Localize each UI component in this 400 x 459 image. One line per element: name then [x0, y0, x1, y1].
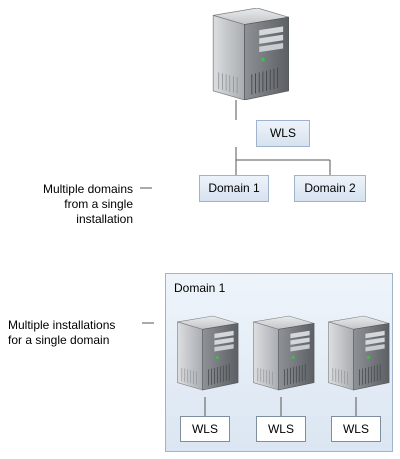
wls-box: WLS: [256, 120, 310, 147]
wls-box-1: WLS: [180, 416, 230, 442]
caption-top-line-2: from a single: [64, 197, 133, 211]
caption-top-line-1: Multiple domains: [42, 182, 133, 196]
caption-multiple-domains: Multiple domains from a single installat…: [20, 182, 133, 227]
wls-box-2: WLS: [256, 416, 306, 442]
wls-box-3: WLS: [331, 416, 381, 442]
domain-box-1: Domain 1: [199, 175, 269, 202]
caption-multiple-installations: Multiple installations for a single doma…: [8, 318, 148, 348]
server-icon: [212, 8, 290, 100]
domain-panel-title: Domain 1: [174, 281, 226, 295]
caption-bottom-line-1: Multiple installations: [8, 318, 116, 332]
caption-top-line-3: installation: [76, 212, 133, 226]
caption-bottom-line-2: for a single domain: [8, 333, 110, 347]
domain-box-2: Domain 2: [294, 175, 366, 202]
